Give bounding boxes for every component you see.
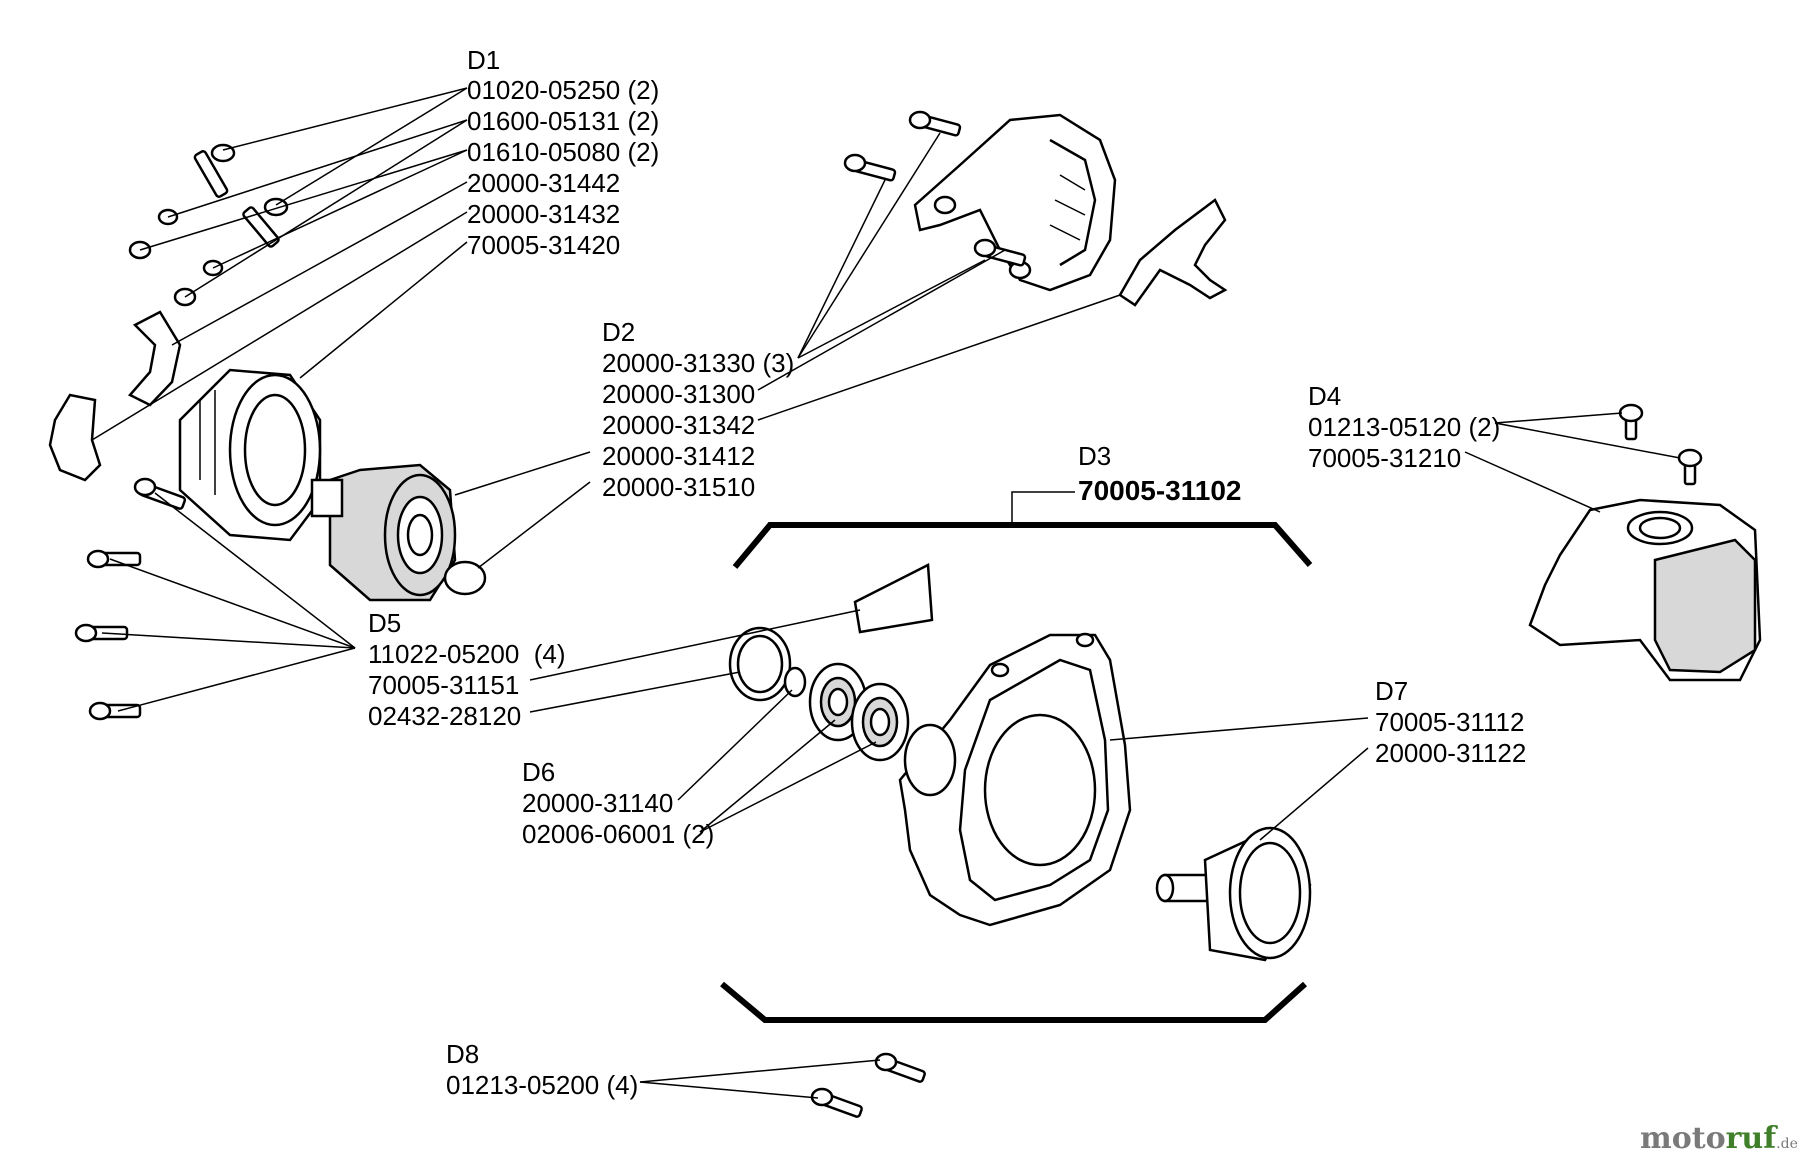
starter-housing [178, 368, 322, 542]
group-d4-labels: D4 01213-05120 (2) 70005-31210 [1308, 381, 1500, 473]
d6-part-1: 20000-31140 [522, 788, 673, 818]
watermark-suffix: .de [1776, 1136, 1798, 1152]
d3-group-name: D3 [1078, 441, 1111, 471]
leader-lines [91, 87, 1681, 1099]
d1-part-4: 20000-31442 [467, 168, 620, 198]
d4-group-name: D4 [1308, 381, 1341, 411]
group-d1-labels: D1 01020-05250 (2) 01600-05131 (2) 01610… [467, 45, 659, 260]
d5-part-2: 70005-31151 [368, 670, 519, 700]
d1-group-name: D1 [467, 45, 500, 75]
d8-part-1: 01213-05200 (4) [446, 1070, 638, 1100]
d2-group-name: D2 [602, 317, 635, 347]
screw-d2-c [973, 238, 1027, 267]
d8-group-name: D8 [446, 1039, 479, 1069]
screw-d1-a [193, 143, 236, 198]
assembly-bracket-bottom [720, 981, 1308, 1023]
screw-d8-a [874, 1052, 926, 1083]
group-d2-labels: D2 20000-31330 (3) 20000-31300 20000-313… [602, 317, 794, 502]
clutch-drum [1155, 826, 1312, 962]
d3-assembly-number: 70005-31102 [1078, 475, 1242, 506]
d1-part-2: 01600-05131 (2) [467, 106, 659, 136]
group-d3-labels: D3 70005-31102 [1078, 441, 1242, 506]
d2-part-5: 20000-31510 [602, 472, 755, 502]
clamp-lower [48, 393, 102, 482]
snap-ring [783, 666, 807, 698]
foam-filter [310, 463, 457, 602]
d1-part-1: 01020-05250 (2) [467, 75, 659, 105]
d5-group-name: D5 [368, 608, 401, 638]
screw-d8-b [810, 1087, 863, 1118]
screw-d4-b [1677, 448, 1703, 486]
group-d7-labels: D7 70005-31112 20000-31122 [1375, 676, 1526, 768]
screw-d5-a [133, 477, 187, 510]
d2-part-4: 20000-31412 [602, 441, 755, 471]
label-plate [853, 563, 934, 634]
d4-part-1: 01213-05120 (2) [1308, 412, 1500, 442]
ring-washer [443, 560, 487, 596]
d3-leader [1011, 491, 1075, 522]
d5-part-1: 11022-05200 (4) [368, 639, 566, 669]
group-d6-labels: D6 20000-31140 02006-06001 (2) [522, 757, 714, 849]
screw-d2-a [908, 110, 962, 137]
d2-part-3: 20000-31342 [602, 410, 755, 440]
d7-part-1: 70005-31112 [1375, 707, 1524, 737]
assembly-bracket-top [732, 522, 1313, 569]
screw-d5-d [88, 701, 142, 721]
bearing-b [850, 682, 910, 762]
d1-part-5: 20000-31432 [467, 199, 620, 229]
group-d8-labels: D8 01213-05200 (4) [446, 1039, 638, 1100]
d2-part-1: 20000-31330 (3) [602, 348, 794, 378]
d1-part-6: 70005-31420 [467, 230, 620, 260]
screw-d2-b [843, 153, 897, 182]
screw-d5-c [74, 623, 129, 643]
d4-part-2: 70005-31210 [1308, 443, 1461, 473]
d1-part-3: 01610-05080 (2) [467, 137, 659, 167]
crank-housing [898, 632, 1132, 927]
screw-d5-b [86, 549, 142, 569]
d6-group-name: D6 [522, 757, 555, 787]
screw-d4-a [1618, 403, 1644, 441]
watermark-logo: motoruf.de [1640, 1121, 1798, 1156]
d2-part-2: 20000-31300 [602, 379, 755, 409]
lever [1118, 198, 1228, 307]
d5-part-3: 02432-28120 [368, 701, 521, 731]
handle-cover [913, 113, 1117, 292]
d7-group-name: D7 [1375, 676, 1408, 706]
d7-part-2: 20000-31122 [1375, 738, 1526, 768]
watermark-part1: moto [1640, 1121, 1726, 1156]
screw-d1-b [242, 197, 289, 248]
watermark-part2: ruf [1726, 1121, 1779, 1156]
d6-part-2: 02006-06001 (2) [522, 819, 714, 849]
group-d5-labels: D5 11022-05200 (4) 70005-31151 02432-281… [368, 608, 566, 731]
cylinder-cover [1528, 498, 1762, 682]
